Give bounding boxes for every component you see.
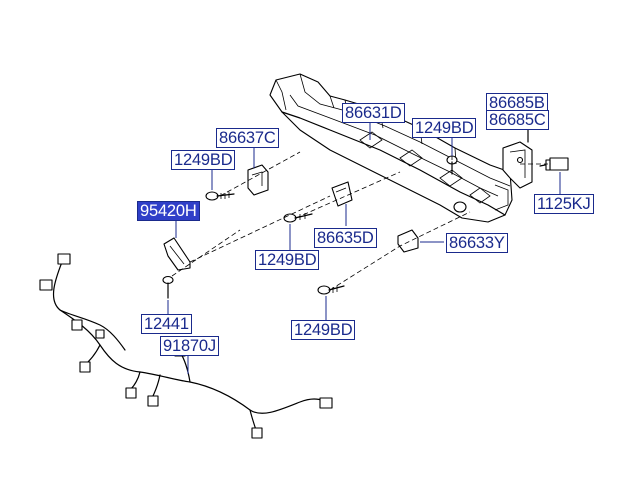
sensor-holder-drawing xyxy=(163,237,191,271)
bolt-1125kj-drawing xyxy=(539,157,569,171)
label-1249bd-top[interactable]: 1249BD xyxy=(412,118,477,138)
label-1125kj[interactable]: 1125KJ xyxy=(534,194,594,214)
label-86635d[interactable]: 86635D xyxy=(314,228,377,248)
clip-86637c-drawing xyxy=(247,164,269,196)
bumper-beam-drawing xyxy=(269,73,513,223)
clip-86635d-drawing xyxy=(331,181,353,207)
label-1249bd-middle[interactable]: 1249BD xyxy=(255,250,320,270)
label-86633y[interactable]: 86633Y xyxy=(446,233,508,253)
label-86637c[interactable]: 86637C xyxy=(216,128,279,148)
clip-86633y-drawing xyxy=(397,229,419,253)
label-86631d[interactable]: 86631D xyxy=(342,103,405,123)
label-91870j[interactable]: 91870J xyxy=(160,336,219,356)
label-12441[interactable]: 12441 xyxy=(141,314,192,334)
screw-left-drawing xyxy=(205,191,235,201)
screw-12441-drawing xyxy=(162,275,174,299)
label-95420h[interactable]: 95420H xyxy=(137,201,200,221)
label-1249bd-bottom[interactable]: 1249BD xyxy=(291,320,356,340)
label-86685c[interactable]: 86685C xyxy=(486,110,549,130)
label-86685b[interactable]: 86685B xyxy=(486,93,548,113)
leader-lines xyxy=(167,110,561,374)
bracket-right-drawing xyxy=(502,129,533,189)
label-1249bd-left[interactable]: 1249BD xyxy=(171,150,236,170)
screw-bottom-drawing xyxy=(317,285,345,295)
assembly-lines xyxy=(171,151,548,291)
